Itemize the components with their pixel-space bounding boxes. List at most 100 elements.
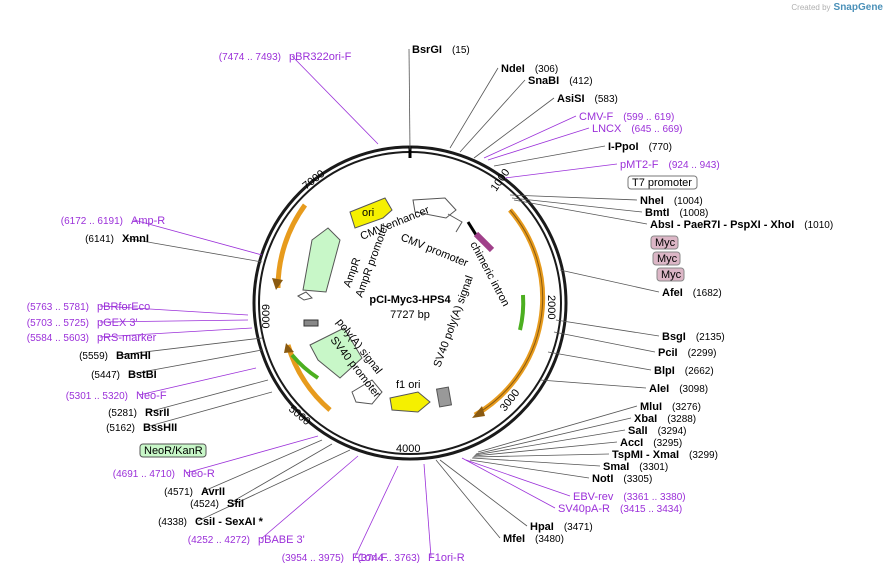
site-name-noti: NotI	[592, 473, 613, 485]
sv40-promoter-feature	[351, 379, 383, 405]
site-name-csii: CsiI - SexAI *	[195, 516, 264, 528]
site-pos-pbr322ori-f: (7474 .. 7493)	[219, 52, 281, 63]
callout-16	[477, 405, 638, 453]
site-pos-csii: (4338)	[158, 517, 187, 528]
site-name-xmni: XmnI	[122, 233, 149, 245]
site-name-bmti: BmtI	[645, 207, 669, 219]
callout-left-3	[99, 305, 249, 316]
tick-label-4000: 4000	[396, 443, 420, 455]
t7-promoter-label: T7 promoter	[632, 177, 692, 189]
site-pos-lncx: (645 .. 669)	[631, 124, 682, 135]
snapgene-logo: SnapGene	[833, 2, 883, 13]
f1-ori-feature	[389, 391, 431, 413]
callout-15	[539, 379, 647, 389]
site-pos-bsrgi: (15)	[452, 45, 470, 56]
site-name-mfei: MfeI	[503, 533, 525, 545]
myc-tag-box-2	[652, 251, 681, 266]
site-pos-pgex: (5703 .. 5725)	[27, 318, 89, 329]
site-pos-xmni: (6141)	[85, 234, 114, 245]
sv40-polya-feature	[435, 386, 453, 408]
callout-12	[555, 319, 660, 337]
ampr-promoter-feature	[297, 291, 313, 301]
callout-20	[472, 453, 610, 458]
site-name-bsrgi: BsrGI	[412, 44, 442, 56]
ampr-orange-arc	[275, 203, 308, 289]
site-name-afei: AfeI	[662, 287, 683, 299]
site-pos-absi: (1010)	[804, 220, 833, 231]
site-name-pbrforeco: pBRforEco	[97, 301, 150, 313]
t7-promoter-box	[627, 175, 698, 190]
site-name-blpi: BlpI	[654, 365, 675, 377]
neor-kanr-box	[139, 443, 207, 458]
site-pos-mfei: (3480)	[535, 534, 564, 545]
callout-left-6	[118, 337, 263, 356]
site-name-hpai: HpaI	[530, 521, 554, 533]
callout-left-16	[354, 465, 399, 558]
site-name-xbai: XbaI	[634, 413, 657, 425]
callout-6	[493, 145, 606, 167]
plasmid-title: pCI-Myc3-HPS4	[369, 294, 451, 306]
callout-left-11	[185, 435, 319, 474]
callout-left-13	[229, 443, 333, 504]
site-name-acci: AccI	[620, 437, 643, 449]
site-name-tspmi: TspMI - XmaI	[612, 449, 679, 461]
hps4-arrowhead	[472, 406, 485, 418]
site-pos-noti: (3305)	[623, 474, 652, 485]
callout-left-15	[260, 455, 359, 540]
site-pos-asisi: (583)	[595, 94, 618, 105]
cmv-enhancer-feature	[412, 197, 457, 219]
site-name-sfii: SfiI	[227, 498, 244, 510]
callout-5	[487, 127, 590, 161]
site-pos-rsrii: (5281)	[108, 408, 137, 419]
tick-label-6000: 6000	[259, 304, 271, 328]
site-name-absi: AbsI - PaeR7I - PspXI - XhoI	[650, 219, 794, 231]
site-pos-pcii: (2299)	[688, 348, 717, 359]
callout-3	[473, 97, 555, 159]
callout-25	[439, 459, 528, 527]
site-pos-sali: (3294)	[658, 426, 687, 437]
callout-24	[461, 457, 556, 509]
site-pos-pmt2-f: (924 .. 943)	[669, 160, 720, 171]
site-pos-alei: (3098)	[679, 384, 708, 395]
site-pos-mlui: (3276)	[672, 402, 701, 413]
site-name-pcii: PciI	[658, 347, 678, 359]
site-name-rsrii: RsrII	[145, 407, 169, 419]
site-pos-smai: (3301)	[639, 462, 668, 473]
site-name-nhei: NheI	[640, 195, 664, 207]
site-name-snabi: SnaBI	[528, 75, 559, 87]
f1-ori-label: f1 ori	[396, 379, 420, 391]
callout-1	[449, 67, 499, 149]
site-name-pgex: pGEX 3'	[97, 317, 138, 329]
site-pos-ebv-rev: (3361 .. 3380)	[623, 492, 685, 503]
site-name-f1ori-r: F1ori-R	[428, 552, 465, 564]
site-name-bamhi: BamHI	[116, 350, 151, 362]
callout-17	[475, 417, 632, 455]
site-name-prs-marker: pRS-marker	[97, 332, 157, 344]
green-arc-left	[290, 353, 320, 380]
site-pos-pbrforeco: (5763 .. 5781)	[27, 302, 89, 313]
site-name-alei: AleI	[649, 383, 669, 395]
callout-22	[469, 459, 590, 479]
site-name-avrii: AvrII	[201, 486, 225, 498]
callout-7	[504, 163, 618, 179]
callout-14	[547, 351, 652, 371]
site-name-pmt2-f: pMT2-F	[620, 159, 659, 171]
site-name-pbabe: pBABE 3'	[258, 534, 305, 546]
site-name-bstbi: BstBI	[128, 369, 157, 381]
site-pos-f1ori-f: (3954 .. 3975)	[282, 553, 344, 564]
site-pos-hpai: (3471)	[564, 522, 593, 533]
site-name-mlui: MluI	[640, 401, 662, 413]
mcs-myc-block	[473, 231, 495, 253]
snapgene-credit: Created by SnapGene	[791, 2, 883, 13]
site-pos-pbabe: (4252 .. 4272)	[188, 535, 250, 546]
green-arc-right	[518, 294, 526, 331]
tick-label-2000: 2000	[545, 295, 557, 319]
site-pos-bsshii: (5162)	[106, 423, 135, 434]
site-pos-bstbi: (5447)	[91, 370, 120, 381]
plasmid-size: 7727 bp	[390, 309, 430, 321]
site-pos-xbai: (3288)	[667, 414, 696, 425]
callout-left-2	[124, 237, 263, 263]
myc-tag-label-1: Myc	[655, 237, 676, 249]
site-pos-nhei: (1004)	[674, 196, 703, 207]
small-grey-feature	[303, 319, 319, 327]
